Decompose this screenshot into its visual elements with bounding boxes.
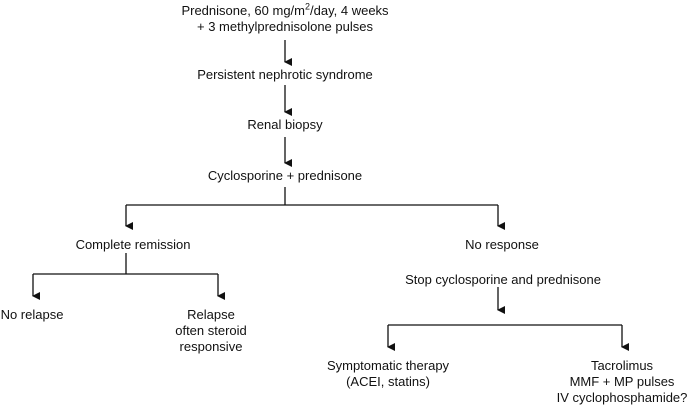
persistent-nephrotic-node: Persistent nephrotic syndrome xyxy=(197,67,373,82)
start-pulses-line: + 3 methylprednisolone pulses xyxy=(197,19,373,34)
start-dose-line: Prednisone, 60 mg/m2/day, 4 weeks xyxy=(181,1,389,19)
start-dose-prefix: Prednisone, 60 mg/m xyxy=(181,3,306,18)
relapse-line-1: Relapse xyxy=(187,307,235,322)
tacrolimus-line-1: Tacrolimus xyxy=(590,358,654,373)
relapse-line-2: often steroid xyxy=(175,323,247,338)
start-dose-suffix: /day, 4 weeks xyxy=(310,3,389,18)
no-relapse-node: No relapse xyxy=(0,307,64,322)
tacrolimus-node: Tacrolimus MMF + MP pulses IV cyclophosp… xyxy=(557,358,688,406)
start-dose-superscript: 2 xyxy=(305,1,311,12)
symptomatic-line-1: Symptomatic therapy xyxy=(326,358,450,373)
tacrolimus-line-2: MMF + MP pulses xyxy=(569,374,675,389)
symptomatic-line-2: (ACEI, statins) xyxy=(346,374,430,389)
start-treatment-node: Prednisone, 60 mg/m2/day, 4 weeks + 3 me… xyxy=(181,1,389,35)
renal-biopsy-node: Renal biopsy xyxy=(247,117,323,132)
symptomatic-therapy-node: Symptomatic therapy (ACEI, statins) xyxy=(327,358,449,390)
stop-cyclosporine-node: Stop cyclosporine and prednisone xyxy=(405,272,601,287)
relapse-line-3: responsive xyxy=(179,339,243,354)
cyclosporine-prednisone-node: Cyclosporine + prednisone xyxy=(207,168,363,183)
tacrolimus-line-3: IV cyclophosphamide? xyxy=(556,390,688,405)
complete-remission-node: Complete remission xyxy=(75,237,191,252)
no-response-node: No response xyxy=(465,237,539,252)
relapse-node: Relapse often steroid responsive xyxy=(175,307,247,355)
